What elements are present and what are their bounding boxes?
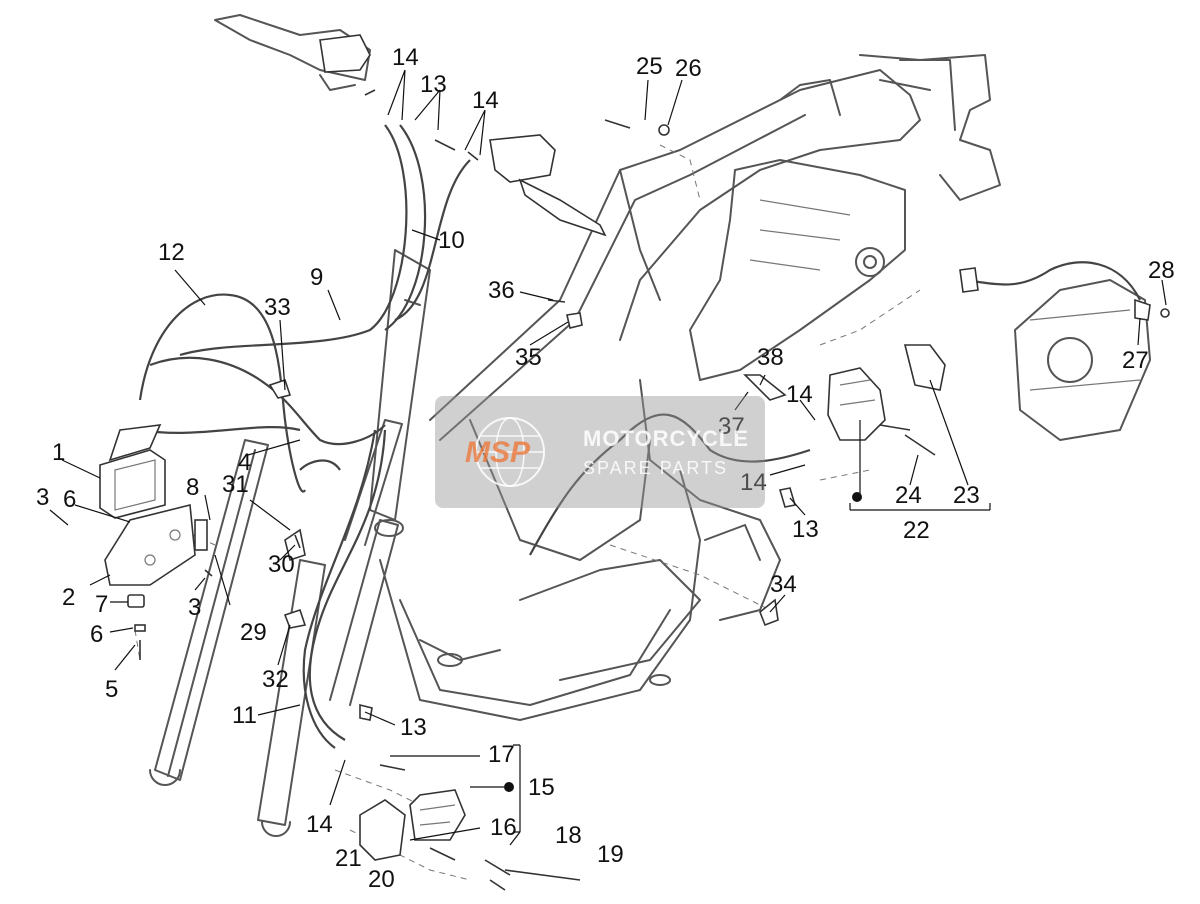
callout-1: 1 xyxy=(52,439,65,466)
callout-31: 31 xyxy=(222,471,249,498)
callout-7: 7 xyxy=(95,591,108,618)
abs-bracket xyxy=(104,503,196,586)
callout-38: 38 xyxy=(757,344,784,371)
callout-21: 21 xyxy=(335,845,362,872)
callout-11: 11 xyxy=(232,702,257,729)
scooter-frame xyxy=(149,14,1151,837)
callout-9: 9 xyxy=(310,264,323,291)
callout-36: 36 xyxy=(488,277,515,304)
brake-lines xyxy=(138,124,1141,749)
callout-22: 22 xyxy=(903,517,930,544)
callout-14: 14 xyxy=(740,469,767,496)
callout-14: 14 xyxy=(472,87,499,114)
callout-14: 14 xyxy=(786,381,813,408)
callout-15: 15 xyxy=(528,774,555,801)
callout-32: 32 xyxy=(262,666,289,693)
callout-13: 13 xyxy=(792,516,819,543)
callout-16: 16 xyxy=(490,814,517,841)
rear-brake-caliper xyxy=(827,344,946,441)
callout-4: 4 xyxy=(238,449,251,476)
callout-labels: 1 2 3 3 4 5 6 6 7 8 9 10 11 12 13 13 13 … xyxy=(36,44,1175,893)
master-cylinder xyxy=(319,34,607,237)
globe-icon xyxy=(475,417,545,487)
callout-2: 2 xyxy=(62,584,75,611)
callout-30: 30 xyxy=(268,551,295,578)
callout-37: 37 xyxy=(718,413,745,440)
callout-25: 25 xyxy=(636,53,663,80)
callout-23: 23 xyxy=(953,482,980,509)
callout-14: 14 xyxy=(306,811,333,838)
callout-26: 26 xyxy=(675,55,702,82)
callout-18: 18 xyxy=(555,822,582,849)
callout-6: 6 xyxy=(90,621,103,648)
callout-17: 17 xyxy=(488,741,515,768)
callout-3: 3 xyxy=(188,594,201,621)
callout-33: 33 xyxy=(264,294,291,321)
callout-24: 24 xyxy=(895,482,922,509)
front-brake-caliper xyxy=(359,789,466,861)
callout-19: 19 xyxy=(597,841,624,868)
callout-28: 28 xyxy=(1148,257,1175,284)
callout-20: 20 xyxy=(368,866,395,893)
callout-13: 13 xyxy=(400,714,427,741)
callout-34: 34 xyxy=(770,571,797,598)
callout-10: 10 xyxy=(438,227,465,254)
abs-module xyxy=(99,424,166,519)
leader-lines xyxy=(49,69,1167,846)
callout-13: 13 xyxy=(420,71,447,98)
callout-35: 35 xyxy=(515,344,542,371)
watermark-logo-text: MSP xyxy=(465,436,531,469)
callout-14: 14 xyxy=(392,44,419,71)
callout-5: 5 xyxy=(105,676,118,703)
callout-27: 27 xyxy=(1122,347,1149,374)
callout-3: 3 xyxy=(36,484,49,511)
watermark-line1: MOTORCYCLE xyxy=(583,426,750,451)
watermark-line2: SPARE PARTS xyxy=(583,458,729,478)
callout-6: 6 xyxy=(63,486,76,513)
callout-29: 29 xyxy=(240,619,267,646)
callout-12: 12 xyxy=(158,239,185,266)
callout-8: 8 xyxy=(186,474,199,501)
watermark: MSP MOTORCYCLE SPARE PARTS xyxy=(435,396,765,508)
